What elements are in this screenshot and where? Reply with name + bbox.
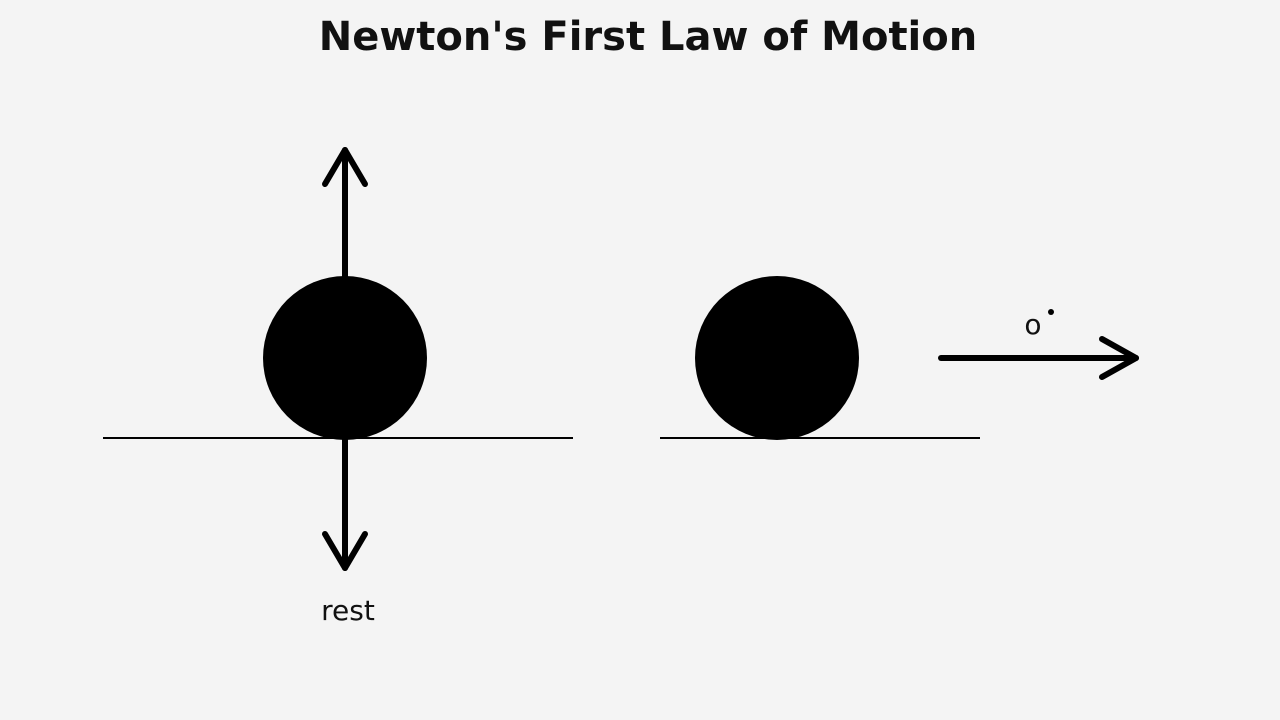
upward-force-arrow xyxy=(322,147,368,281)
motion-arrow xyxy=(938,336,1139,380)
rest-panel: rest xyxy=(103,147,573,627)
velocity-dot-icon xyxy=(1048,309,1054,315)
diagram-title: Newton's First Law of Motion xyxy=(319,14,977,60)
ball-in-motion xyxy=(695,276,859,440)
rest-label: rest xyxy=(321,594,375,627)
velocity-label: o xyxy=(1024,308,1041,341)
downward-force-arrow xyxy=(322,435,368,571)
motion-panel: o xyxy=(660,276,1139,440)
ball-at-rest xyxy=(263,276,427,440)
